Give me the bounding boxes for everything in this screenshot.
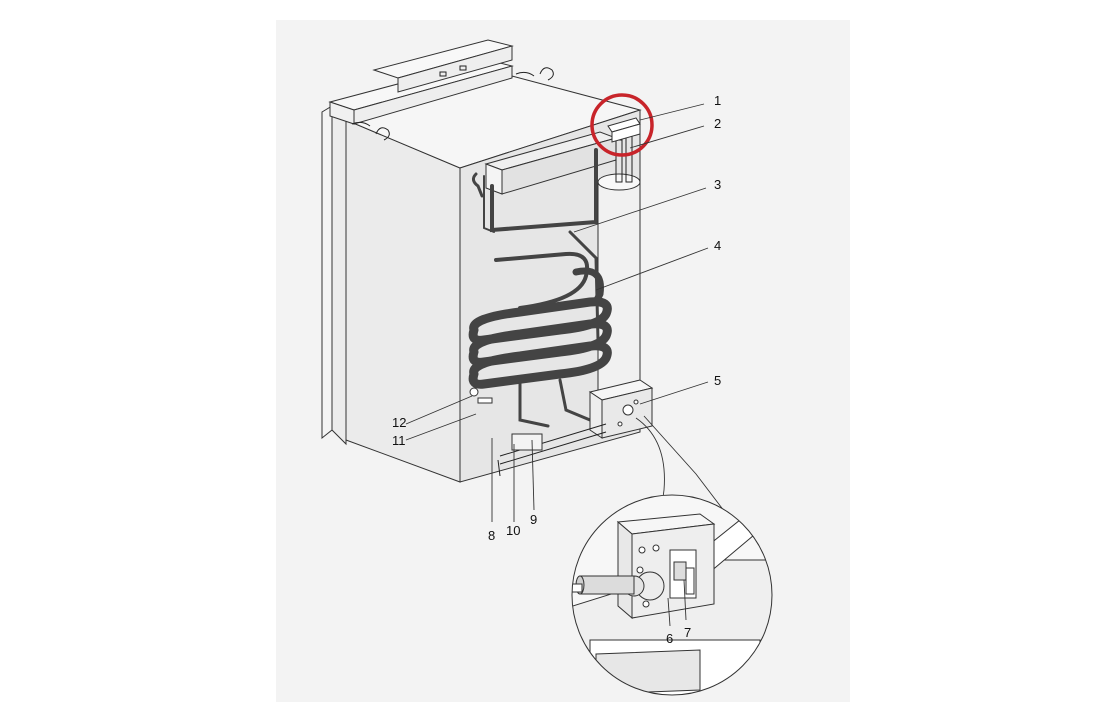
callout-2: 2 xyxy=(714,116,721,131)
zoom-connector xyxy=(635,415,735,525)
callout-5: 5 xyxy=(714,373,721,388)
callout-7: 7 xyxy=(684,625,691,640)
burner-assembly xyxy=(497,379,654,477)
callout-8: 8 xyxy=(488,528,495,543)
callout-11: 11 xyxy=(392,433,406,448)
callout-4: 4 xyxy=(714,238,721,253)
leader-lines xyxy=(405,103,709,522)
callout-1: 1 xyxy=(714,93,721,108)
callout-12: 12 xyxy=(392,415,406,430)
callout-labels: 1 2 3 4 5 6 7 8 9 10 11 12 xyxy=(392,93,721,646)
cooling-unit xyxy=(468,117,641,428)
callout-9: 9 xyxy=(530,512,537,527)
callout-3: 3 xyxy=(714,177,721,192)
highlight-circle xyxy=(590,93,654,157)
callout-6: 6 xyxy=(666,631,673,646)
callout-10: 10 xyxy=(506,523,520,538)
evaporator-coil xyxy=(468,267,612,389)
